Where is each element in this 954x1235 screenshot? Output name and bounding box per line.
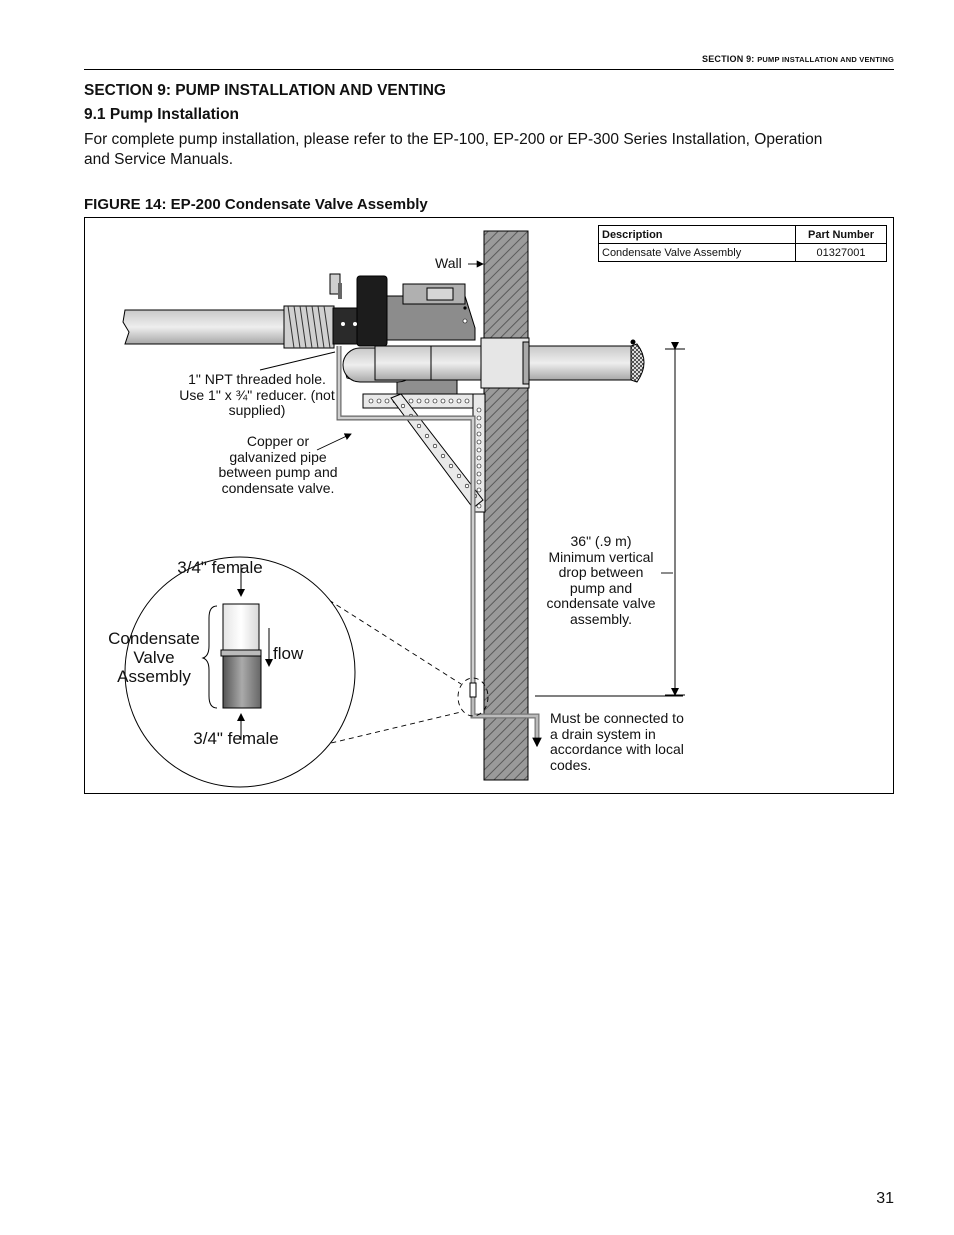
drop-dimension — [665, 342, 685, 696]
page-number: 31 — [876, 1190, 894, 1207]
wall — [483, 230, 529, 781]
parts-header-part-number: Part Number — [795, 225, 887, 244]
running-head-prefix: SECTION 9: — [702, 54, 758, 64]
parts-header-description: Description — [598, 225, 796, 244]
drain-label: Must be connected to a drain system in a… — [550, 710, 684, 773]
condensate-pipe — [336, 346, 542, 748]
leader-lines — [259, 260, 683, 697]
header-rule — [84, 69, 894, 70]
female-bottom-label: 3/4" female — [193, 729, 279, 748]
parts-table-header-row: Description Part Number — [598, 225, 887, 244]
detail-circle — [124, 556, 356, 788]
running-head: SECTION 9: PUMP INSTALLATION AND VENTING — [702, 54, 894, 64]
condensate-valve-diagram — [122, 230, 685, 788]
copper-pipe-label: Copper or galvanized pipe between pump a… — [218, 433, 338, 496]
table-row: Condensate Valve Assembly 01327001 — [598, 243, 887, 262]
female-top-label: 3/4" female — [177, 558, 263, 577]
left-pipe — [122, 305, 335, 349]
pump-body — [329, 273, 476, 397]
figure-frame: Description Part Number Condensate Valve… — [84, 217, 894, 794]
part-description: Condensate Valve Assembly — [598, 243, 796, 262]
parts-table: Description Part Number Condensate Valve… — [598, 225, 887, 262]
figure-title: FIGURE 14: EP-200 Condensate Valve Assem… — [84, 196, 428, 213]
part-number: 01327001 — [795, 243, 887, 262]
flow-label: flow — [273, 644, 304, 663]
running-head-rest: PUMP INSTALLATION AND VENTING — [757, 55, 894, 64]
valve-assembly-label: Condensate Valve Assembly — [108, 629, 200, 686]
support-bracket — [362, 393, 486, 513]
exhaust-pipe — [342, 337, 645, 389]
wall-label: Wall — [435, 255, 462, 271]
section-title: SECTION 9: PUMP INSTALLATION AND VENTING — [84, 82, 446, 99]
subsection-title: 9.1 Pump Installation — [84, 106, 240, 123]
vertical-drop-label: 36" (.9 m) Minimum vertical drop between… — [546, 533, 656, 627]
npt-hole-label: 1" NPT threaded hole. Use 1" x ¾" reduce… — [179, 371, 335, 418]
intro-paragraph: For complete pump installation, please r… — [84, 131, 823, 168]
